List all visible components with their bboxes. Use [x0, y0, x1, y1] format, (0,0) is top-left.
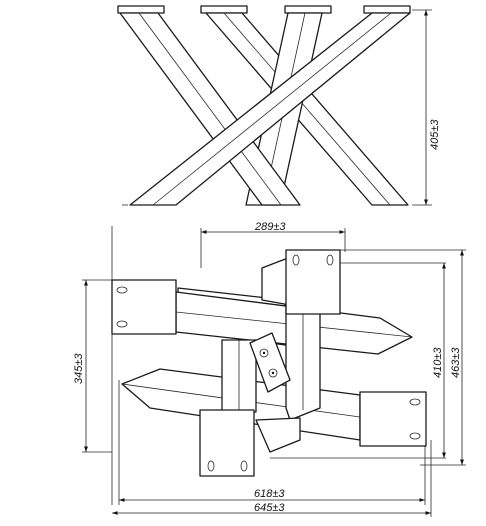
front-view [117, 5, 432, 206]
dim-label-345: 345±3 [73, 353, 85, 384]
top-plate-2 [200, 5, 248, 14]
dim-label-645: 645±3 [254, 502, 285, 514]
dim-right-height-inner: 410±3 [432, 263, 446, 458]
dim-left-height: 345±3 [73, 280, 88, 452]
front-leg-front-left [129, 12, 411, 206]
dim-label-405: 405±3 [429, 119, 441, 150]
plate-left [111, 279, 177, 335]
plate-hole [409, 432, 421, 440]
top-plate-1 [117, 5, 165, 14]
plate-hole [240, 460, 248, 472]
tip-bottom [255, 417, 301, 453]
dim-label-618: 618±3 [254, 488, 285, 500]
plate-hole [292, 254, 300, 266]
plate-bottom [199, 409, 255, 477]
dim-bottom-width-outer: 645±3 [112, 502, 431, 515]
plate-right [359, 391, 427, 447]
top-plate-4 [363, 5, 411, 14]
top-plate-3 [284, 5, 332, 14]
dim-bottom-width-inner: 618±3 [119, 488, 425, 502]
center-bracket [249, 332, 291, 393]
dim-top-width: 289±3 [201, 221, 345, 234]
top-view [82, 226, 466, 517]
plate-hole [116, 320, 128, 328]
dim-label-463: 463±3 [450, 347, 462, 378]
bolt-icon [268, 368, 278, 378]
dim-label-410: 410±3 [432, 347, 444, 378]
dim-label-289: 289±3 [254, 221, 286, 233]
plate-hole [409, 398, 421, 406]
plate-hole [207, 460, 215, 472]
dim-right-height-outer: 463±3 [450, 250, 464, 465]
plate-hole [116, 286, 128, 294]
bolt-icon [259, 348, 269, 358]
plate-hole [326, 254, 334, 266]
plate-top [285, 249, 341, 315]
dim-height-front: 405±3 [424, 10, 441, 205]
